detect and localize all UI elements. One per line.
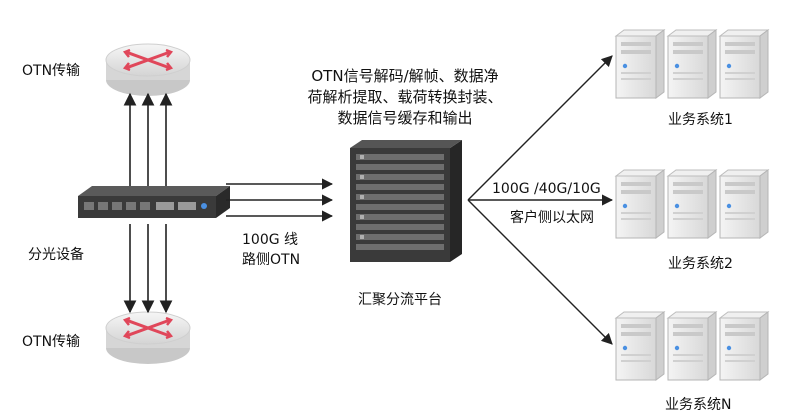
- service-system-n-label: 业务系统N: [665, 397, 732, 413]
- otn-top-label: OTN传输: [22, 63, 81, 79]
- service-system-2-label: 业务系统2: [668, 256, 733, 272]
- optical-splitter-device-icon: [78, 186, 230, 218]
- processing-description: OTN信号解码/解帧、数据净 荷解析提取、载荷转换封装、 数据信号缓存和输出: [290, 66, 520, 129]
- service-system-2-servers-icon: [615, 169, 769, 239]
- otn-router-bottom-icon: [104, 310, 192, 366]
- otn-router-top-icon: [104, 42, 192, 98]
- client-ethernet-label: 客户侧以太网: [510, 210, 594, 226]
- platform-label: 汇聚分流平台: [358, 292, 442, 308]
- line-side-label-1: 100G 线: [242, 232, 299, 248]
- client-rate-label: 100G /40G/10G: [492, 181, 601, 197]
- service-system-1-label: 业务系统1: [668, 112, 733, 128]
- aggregation-platform-chassis-icon: [350, 140, 462, 262]
- splitter-label: 分光设备: [28, 247, 84, 263]
- vertical-links: [123, 92, 173, 314]
- description-line-1: OTN信号解码/解帧、数据净: [311, 67, 499, 85]
- client-side-links: [467, 55, 614, 345]
- service-system-n-servers-icon: [615, 311, 769, 381]
- service-system-1-servers-icon: [615, 29, 769, 99]
- line-side-label-2: 路侧OTN: [242, 252, 301, 268]
- line-side-links: [226, 178, 334, 222]
- description-line-3: 数据信号缓存和输出: [337, 109, 473, 127]
- description-line-2: 荷解析提取、载荷转换封装、: [307, 88, 503, 106]
- otn-bottom-label: OTN传输: [22, 334, 81, 350]
